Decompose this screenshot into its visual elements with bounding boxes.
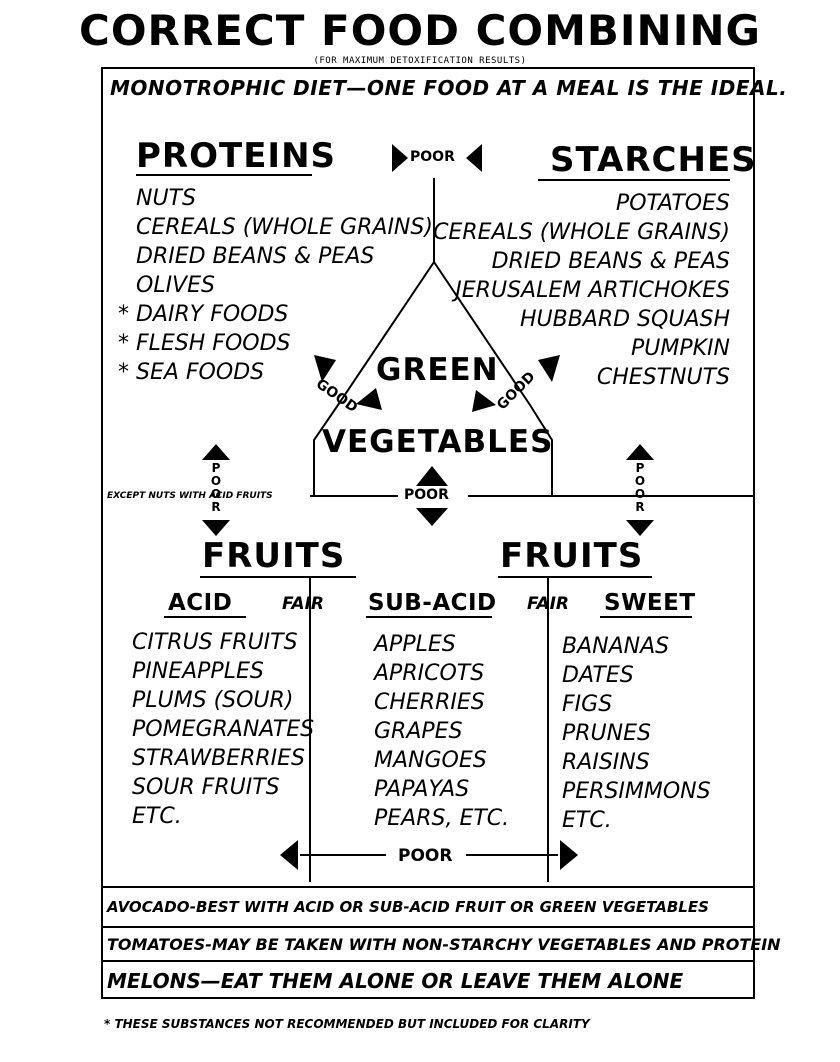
acid-list: CITRUS FRUITS PINEAPPLES PLUMS (SOUR) PO… — [132, 628, 314, 831]
avocado-note: AVOCADO-BEST WITH ACID OR SUB-ACID FRUIT… — [103, 886, 753, 926]
list-item: CEREALS (WHOLE GRAINS) — [433, 220, 730, 245]
fruits-heading-left: FRUITS — [202, 536, 346, 576]
list-item: PUMPKIN — [631, 336, 730, 361]
arrow-up-right-icon — [472, 390, 496, 412]
list-item: SOUR FRUITS — [132, 775, 280, 800]
list-item: MANGOES — [374, 748, 487, 773]
list-item: ETC. — [562, 808, 612, 833]
starches-list: POTATOES CEREALS (WHOLE GRAINS) DRIED BE… — [433, 189, 730, 392]
list-item: CHERRIES — [374, 690, 485, 715]
poor-letter: P — [211, 461, 221, 475]
list-item: RAISINS — [562, 750, 650, 775]
list-item: PLUMS (SOUR) — [132, 688, 294, 713]
poor-letter: O — [210, 487, 222, 501]
poor-letter: R — [211, 500, 221, 514]
list-item: OLIVES — [136, 273, 215, 298]
poor-letter: O — [634, 487, 646, 501]
list-item: BANANAS — [562, 634, 670, 659]
footnote: * THESE SUBSTANCES NOT RECOMMENDED BUT I… — [104, 1017, 590, 1031]
list-item: POTATOES — [615, 191, 730, 216]
tomatoes-note: TOMATOES-MAY BE TAKEN WITH NON-STARCHY V… — [103, 926, 781, 960]
list-item: FIGS — [562, 692, 613, 717]
poor-label-middle: POOR — [404, 487, 449, 503]
vegetables-peak — [313, 260, 553, 497]
sub-acid-list: APPLES APRICOTS CHERRIES GRAPES MANGOES … — [374, 630, 509, 833]
list-item: DRIED BEANS & PEAS — [136, 244, 375, 269]
list-item: DRIED BEANS & PEAS — [491, 249, 730, 274]
poor-letter: O — [210, 474, 222, 488]
list-item: STRAWBERRIES — [132, 746, 306, 771]
poor-letter: P — [635, 461, 645, 475]
poor-label-top: POOR — [410, 149, 455, 165]
chart-frame — [101, 67, 755, 999]
list-item: JERUSALEM ARTICHOKES — [455, 278, 730, 303]
arrow-down-left-icon — [314, 355, 336, 382]
chart-subtitle: (FOR MAXIMUM DETOXIFICATION RESULTS) — [313, 56, 527, 66]
list-item: NUTS — [136, 186, 196, 211]
melons-note: MELONS—EAT THEM ALONE OR LEAVE THEM ALON… — [103, 960, 753, 998]
list-item: PINEAPPLES — [132, 659, 264, 684]
list-item: * SEA FOODS — [118, 360, 265, 385]
list-item: HUBBARD SQUASH — [519, 307, 730, 332]
fair-label-left: FAIR — [282, 594, 324, 614]
list-item: CHESTNUTS — [596, 365, 730, 390]
list-item: PAPAYAS — [374, 777, 470, 802]
list-item: PEARS, ETC. — [374, 806, 510, 831]
list-item: POMEGRANATES — [132, 717, 315, 742]
vegetables-label: VEGETABLES — [322, 424, 554, 460]
list-item: APRICOTS — [374, 661, 485, 686]
list-item: GRAPES — [374, 719, 463, 744]
poor-label-bottom: POOR — [398, 846, 453, 866]
starches-heading: STARCHES — [550, 140, 757, 180]
list-item: CITRUS FRUITS — [132, 630, 298, 655]
list-item: DATES — [562, 663, 634, 688]
arrow-right-icon — [466, 144, 482, 172]
arrow-up-left-icon — [356, 388, 382, 410]
green-label: GREEN — [376, 352, 499, 388]
proteins-list: NUTS CEREALS (WHOLE GRAINS) DRIED BEANS … — [118, 184, 433, 387]
list-item: PRUNES — [562, 721, 651, 746]
arrow-left-icon — [392, 144, 408, 172]
fair-label-right: FAIR — [527, 594, 569, 614]
arrow-down-right-icon — [538, 355, 560, 382]
list-item: PERSIMMONS — [562, 779, 711, 804]
chart-title: CORRECT FOOD COMBINING — [79, 6, 761, 55]
sweet-list: BANANAS DATES FIGS PRUNES RAISINS PERSIM… — [562, 632, 711, 835]
proteins-heading: PROTEINS — [136, 136, 337, 176]
acid-heading: ACID — [168, 590, 233, 616]
poor-letter: O — [634, 474, 646, 488]
list-item: ETC. — [132, 804, 182, 829]
list-item: * FLESH FOODS — [118, 331, 291, 356]
list-item: * DAIRY FOODS — [118, 302, 289, 327]
arrow-up-icon — [416, 466, 448, 486]
intro-text: MONOTROPHIC DIET—ONE FOOD AT A MEAL IS T… — [110, 76, 788, 100]
sweet-heading: SWEET — [604, 590, 696, 616]
list-item: APPLES — [374, 632, 456, 657]
except-note: EXCEPT NUTS WITH ACID FRUITS — [107, 491, 273, 501]
fruits-heading-right: FRUITS — [500, 536, 644, 576]
poor-letter: R — [635, 500, 645, 514]
list-item: CEREALS (WHOLE GRAINS) — [136, 215, 433, 240]
sub-acid-heading: SUB-ACID — [368, 590, 497, 616]
arrow-down-icon — [416, 508, 448, 526]
